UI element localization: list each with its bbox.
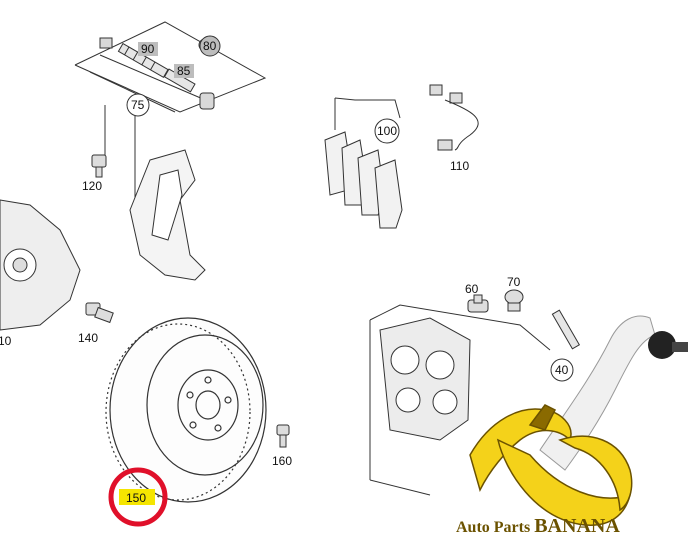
callout-100-label: 100 xyxy=(377,124,397,138)
guide-pin-40 xyxy=(551,309,581,350)
callout-140-label: 140 xyxy=(78,331,98,345)
brake-pads xyxy=(324,97,403,229)
brake-caliper xyxy=(369,304,551,496)
callout-160-label: 160 xyxy=(272,454,292,468)
callout-80: 80 xyxy=(199,35,221,57)
brand-text-auto: Auto Parts xyxy=(456,519,534,536)
screw-160 xyxy=(276,424,290,448)
cap-70 xyxy=(504,289,524,312)
callout-70-label: 70 xyxy=(507,275,521,289)
callout-75-label: 75 xyxy=(131,98,145,112)
brand-text-banana: BANANA xyxy=(534,515,620,537)
callout-10-label: 10 xyxy=(0,334,12,348)
callout-40: 40 xyxy=(550,358,574,382)
brand-name: Auto Parts BANANA xyxy=(456,515,620,537)
callout-90-label: 90 xyxy=(141,42,155,56)
callout-110-label: 110 xyxy=(450,159,469,173)
banana-logo-graphic xyxy=(469,404,633,526)
callout-85-label: 85 xyxy=(177,64,191,78)
callout-60-label: 60 xyxy=(465,282,479,296)
callout-80-label: 80 xyxy=(203,39,217,53)
bolt-120 xyxy=(91,154,107,178)
callout-85: 85 xyxy=(174,64,194,78)
callout-120-label: 120 xyxy=(82,179,102,193)
wear-sensor xyxy=(429,84,479,151)
callout-150-highlight: 150 xyxy=(108,467,168,527)
callout-100: 100 xyxy=(374,118,400,144)
callout-90: 90 xyxy=(138,42,158,56)
caliper-bracket xyxy=(129,149,206,281)
callout-40-label: 40 xyxy=(555,363,569,377)
callout-150-label: 150 xyxy=(126,491,146,505)
dust-shield xyxy=(0,199,81,331)
brake-disc xyxy=(105,317,267,503)
watermark: Auto Parts BANANA xyxy=(456,315,688,537)
bolt-140 xyxy=(85,302,114,324)
callout-75: 75 xyxy=(126,93,150,117)
highlight-circle xyxy=(108,467,168,527)
highlight-label-bg xyxy=(119,489,155,505)
bleed-valve-60 xyxy=(467,294,489,313)
